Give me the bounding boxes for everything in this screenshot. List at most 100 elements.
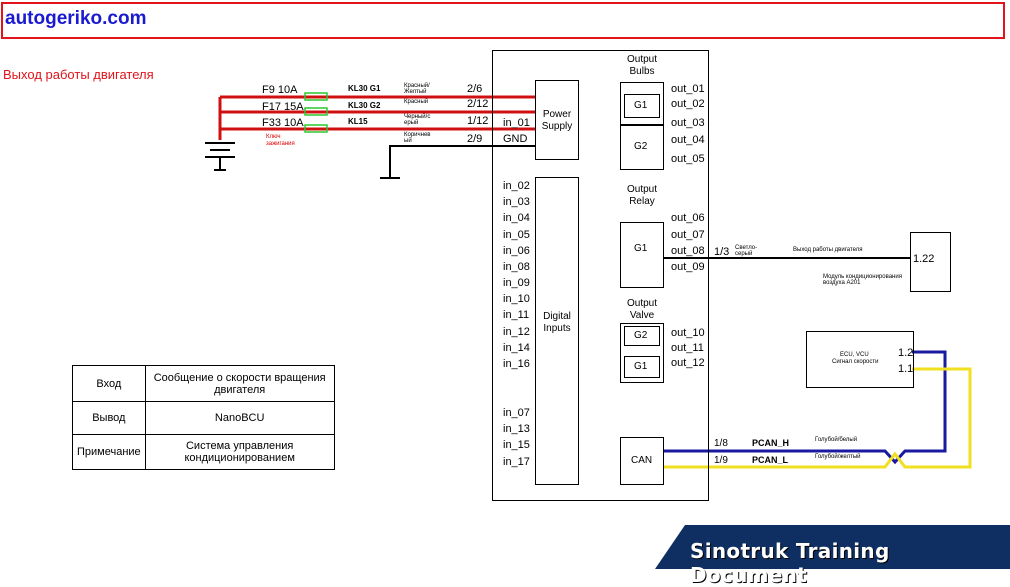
relay-g1: G1 <box>634 243 648 254</box>
pin-input: in_04 <box>503 212 530 224</box>
pin-output: out_09 <box>671 261 705 273</box>
pin-input: in_08 <box>503 261 530 273</box>
can-h-color: Голубой/белый <box>815 437 858 443</box>
bulbs-g2: G2 <box>634 141 648 152</box>
wiring-lines <box>205 92 972 469</box>
table-cell: NanoBCU <box>144 401 335 435</box>
pin-input: in_14 <box>503 342 530 354</box>
connector: 2/6 <box>467 83 483 95</box>
connector: 1/12 <box>467 115 489 127</box>
diagram-title: Выход работы двигателя <box>3 67 154 82</box>
valve-g2: G2 <box>634 330 648 341</box>
ac-module-pin: 1.22 <box>913 253 935 265</box>
pin-output: out_12 <box>671 357 705 369</box>
ignition-key-label: Ключ зажигания <box>266 134 295 147</box>
wire-color: Красный <box>404 99 429 105</box>
table-cell: Примечание <box>72 434 146 470</box>
pin-output: out_01 <box>671 83 705 95</box>
circuit-kl15: KL15 <box>348 117 368 126</box>
pin-output: out_06 <box>671 212 705 224</box>
footer-banner <box>655 525 1010 569</box>
fuse-f33: F33 10A <box>262 117 304 129</box>
pin-input: in_11 <box>503 309 530 321</box>
table-cell: Вход <box>72 365 146 402</box>
table-cell: Сообщение о скорости вращения двигателя <box>144 365 335 402</box>
pin-output: out_03 <box>671 117 705 129</box>
pin-input: in_10 <box>503 293 530 305</box>
ac-module-box <box>910 232 951 292</box>
pin-input: in_03 <box>503 196 530 208</box>
pin-output: out_07 <box>671 229 705 241</box>
power-supply-label: Power Supply <box>541 109 573 132</box>
pin-output: out_10 <box>671 327 705 339</box>
pin-output: out_02 <box>671 98 705 110</box>
bulbs-g2-box <box>620 124 664 170</box>
relay-connector: 1/3 <box>714 246 730 258</box>
wire-color: Коричнев ый <box>404 132 431 144</box>
can-l-color: Голубой/желтый <box>815 454 861 460</box>
valve-g1: G1 <box>634 361 648 372</box>
ecu-name: ECU, VCU <box>840 352 869 358</box>
pin-output: out_11 <box>671 342 704 354</box>
can-label: CAN <box>631 455 653 466</box>
bulbs-g1: G1 <box>634 100 648 111</box>
digital-inputs-label: Digital Inputs <box>543 311 571 334</box>
can-h-name: PCAN_H <box>752 438 790 448</box>
connector: 2/9 <box>467 133 483 145</box>
ecu-box <box>806 331 914 388</box>
pin-input: in_06 <box>503 245 530 257</box>
pin-input: in_12 <box>503 326 530 338</box>
ac-module-label: Модуль кондиционирования воздуха A201 <box>823 274 902 286</box>
can-l-connector: 1/9 <box>714 455 728 466</box>
circuit-kl30-g2: KL30 G2 <box>348 101 381 110</box>
pin-output: out_04 <box>671 134 705 146</box>
can-l-name: PCAN_L <box>752 455 789 465</box>
valve-box <box>620 323 664 383</box>
can-h-connector: 1/8 <box>714 438 728 449</box>
wire-color: Красный/ Желтый <box>404 83 430 95</box>
pin-input: in_05 <box>503 229 530 241</box>
power-supply-box <box>535 80 579 160</box>
header-bar <box>1 2 1005 39</box>
fuse-f9: F9 10A <box>262 84 298 96</box>
pin-in01: in_01 <box>503 117 530 129</box>
pin-output: out_08 <box>671 245 705 257</box>
wire-color: Черный/с ерый <box>404 114 431 126</box>
digital-inputs-box <box>535 177 579 485</box>
valve-g2-box <box>624 326 660 346</box>
relay-wire-color: Светло-серый <box>735 245 758 257</box>
fuse-f17: F17 15A <box>262 101 304 113</box>
circuit-kl30-g1: KL30 G1 <box>348 84 381 93</box>
valve-g1-box <box>624 356 660 378</box>
pin-input: in_07 <box>503 407 530 419</box>
site-logo[interactable]: autogeriko.com <box>5 8 147 29</box>
ecu-pin: 1.2 <box>898 347 914 359</box>
pin-input: in_15 <box>503 439 530 451</box>
banner-text: Sinotruk Training Document <box>690 539 890 587</box>
output-relay-label: Output Relay <box>626 184 658 207</box>
relay-g1-box <box>620 222 664 288</box>
pin-input: in_16 <box>503 358 530 370</box>
output-valve-label: Output Valve <box>626 298 658 321</box>
output-bulbs-label: Output Bulbs <box>626 54 658 77</box>
pin-input: in_09 <box>503 277 530 289</box>
ecu-signal: Сигнал скорости <box>832 359 879 365</box>
relay-signal: Выход работы двигателя <box>793 247 863 253</box>
can-box <box>620 437 664 485</box>
table-cell: Вывод <box>72 401 146 435</box>
pin-input: in_13 <box>503 423 530 435</box>
connector: 2/12 <box>467 98 489 110</box>
ecu-pin: 1.1 <box>898 363 914 375</box>
table-cell: Система управления кондиционированием <box>144 434 335 470</box>
pin-input: in_17 <box>503 456 530 468</box>
bulbs-g1-box <box>620 82 664 126</box>
nanobcu-module <box>492 50 709 501</box>
pin-input: in_02 <box>503 180 530 192</box>
bulbs-g1-inner <box>624 94 660 118</box>
pin-output: out_05 <box>671 153 705 165</box>
pin-gnd: GND <box>503 133 528 145</box>
